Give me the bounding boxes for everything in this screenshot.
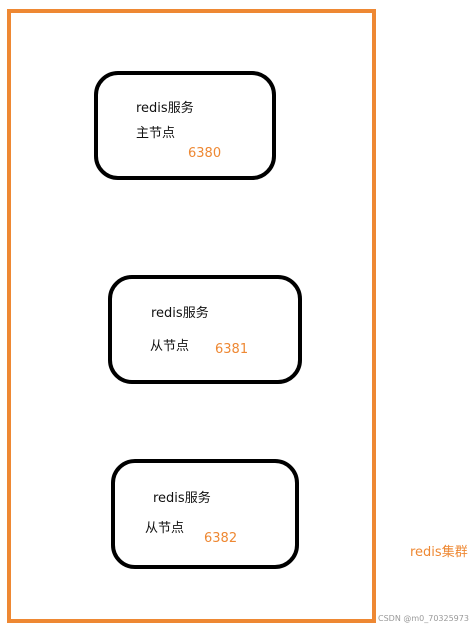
slave-node-2-role-label: 从节点: [145, 521, 185, 536]
cluster-label: redis集群: [410, 545, 468, 560]
watermark: CSDN @m0_70325973: [378, 614, 469, 623]
master-node-service-label: redis服务: [136, 101, 194, 116]
slave-node-1-port: 6381: [215, 342, 249, 357]
master-node-role-label: 主节点: [136, 126, 176, 141]
slave-node-2-port: 6382: [204, 531, 238, 546]
slave-node-1-service-label: redis服务: [151, 306, 209, 321]
redis-cluster-frame: [7, 9, 376, 623]
slave-node-1-role-label: 从节点: [150, 339, 190, 354]
master-node-box: [94, 71, 276, 180]
slave-node-1-box: [108, 275, 302, 384]
slave-node-2-service-label: redis服务: [153, 491, 211, 506]
master-node-port: 6380: [188, 146, 222, 161]
slave-node-2-box: [111, 459, 299, 569]
